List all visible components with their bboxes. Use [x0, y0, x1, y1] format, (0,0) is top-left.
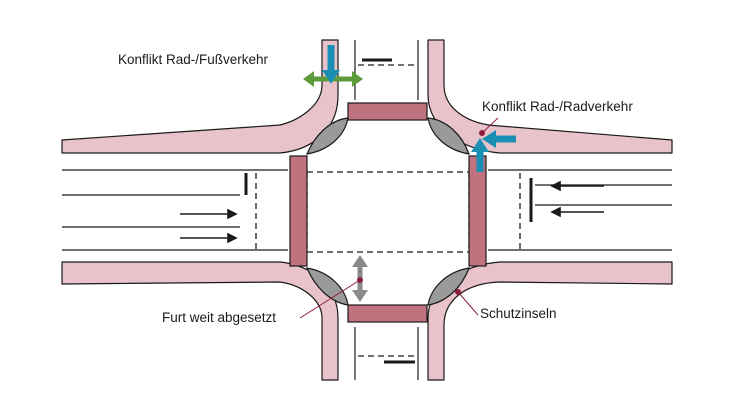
leader-gap — [299, 279, 361, 319]
bike-arrow-east-up-head — [471, 138, 489, 152]
leader-dot-islands — [455, 289, 461, 295]
stop-bars — [244, 58, 533, 364]
label-crossing-set-back: Furt weit abgesetzt — [162, 310, 277, 325]
cycle-path-top-left — [61, 39, 339, 154]
island-bottom-right — [427, 267, 470, 306]
lane-arrow-east-right-head — [550, 206, 561, 218]
cycle-path-bottom-right — [427, 261, 673, 381]
leader-bike-bike — [481, 117, 499, 134]
crossing-east — [468, 155, 487, 267]
gap-arrow-head-bottom — [352, 290, 368, 302]
gap-arrow-head-top — [352, 255, 368, 267]
leader-islands — [457, 291, 479, 316]
bike-arrow-north-head — [322, 70, 340, 84]
lane-divider-west — [62, 194, 240, 228]
lane-arrow-east-left-head — [550, 180, 561, 192]
leader-dot-gap — [357, 277, 363, 283]
label-conflict-bike-bike: Konflikt Rad-/Radverkehr — [482, 99, 633, 114]
label-conflict-bike-ped: Konflikt Rad-/Fußverkehr — [118, 52, 269, 67]
cycle-path-rings — [61, 39, 673, 381]
crossing-west — [289, 155, 308, 267]
label-protection-islands: Schutzinseln — [480, 306, 557, 321]
leader-dot-bike-bike — [479, 130, 485, 136]
bike-arrow-east-left-head — [482, 130, 496, 148]
protection-islands — [306, 117, 470, 306]
crossings — [289, 102, 487, 323]
cycle-path-top-right — [427, 39, 673, 154]
island-top-left — [306, 117, 349, 155]
conflict-arrows — [303, 45, 516, 302]
crossing-south — [347, 304, 428, 323]
pedestrian-arrow-head-left — [303, 71, 314, 87]
island-bottom-left — [306, 267, 349, 306]
crossing-north — [347, 102, 428, 121]
lane-arrow-west-right-head — [227, 232, 238, 244]
road-edges — [62, 40, 672, 380]
island-top-right — [427, 117, 470, 155]
pedestrian-arrow-head-right — [352, 71, 363, 87]
lane-arrows — [180, 180, 604, 244]
leader-lines — [299, 117, 499, 319]
lane-arrow-west-left-head — [227, 208, 238, 220]
